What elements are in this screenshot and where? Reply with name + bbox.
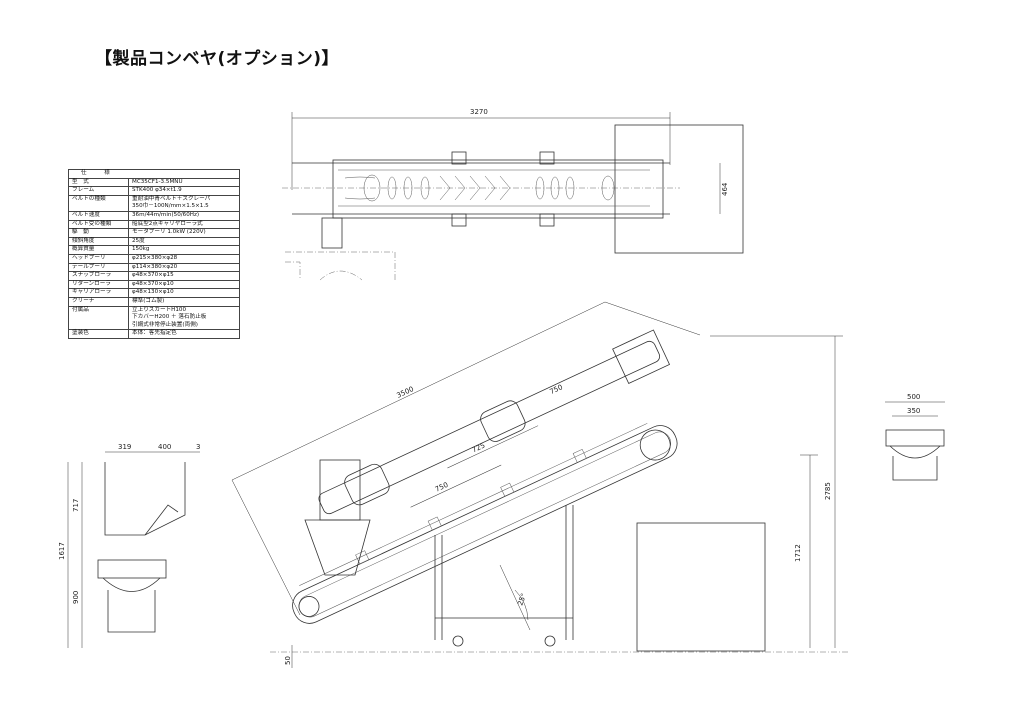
dim-hopper-c: 3 <box>196 443 200 451</box>
dim-overall-height: 2785 <box>824 482 832 500</box>
head-pulley <box>639 429 671 461</box>
bearing-units <box>451 151 555 227</box>
dim-discharge-height: 1712 <box>794 544 802 562</box>
plan-view: 3270 464 <box>282 108 744 281</box>
dim-hopper-b: 400 <box>158 443 171 451</box>
spec-value-line: φ48×130×φ10 <box>132 289 174 296</box>
spec-value-line: φ215×380×φ28 <box>132 254 178 261</box>
dim-span-750-b: 750 <box>548 383 564 396</box>
spec-value-line: φ48×370×φ10 <box>132 280 174 287</box>
spec-value-line: 引綱式非常停止装置(両側) <box>132 321 198 328</box>
spec-value-line: 立上りスカートH100 <box>132 306 187 313</box>
spec-value: 本体：客先指定色 <box>128 329 240 339</box>
spec-value-line: MC35CF1-3.5MNU <box>132 178 183 185</box>
spec-value-line: 重耐油中青ベルト＋スクレーパ <box>132 195 211 202</box>
conveyor-frame-plan <box>332 159 664 219</box>
support-stand <box>434 505 574 647</box>
spec-value-line: 36m/44m/min(50/60Hz) <box>132 211 200 218</box>
spec-value-line: 標準(ゴム製) <box>132 297 165 304</box>
spec-value-line: STK400 φ34×t1.9 <box>132 187 182 194</box>
upper-duct <box>318 340 661 515</box>
cross-section-view: 500 350 <box>885 393 945 481</box>
side-view: 3500 750 725 750 <box>231 301 850 668</box>
dim-angle: 25° <box>516 592 528 606</box>
dim-span-750-a: 750 <box>434 481 450 494</box>
spec-label: ベルトの種類 <box>68 194 129 212</box>
tail-pulley <box>298 596 320 617</box>
discharge-hopper-outline <box>614 124 744 254</box>
dim-hopper-a: 319 <box>118 443 131 451</box>
dim-section-inner: 350 <box>907 407 920 415</box>
inlet-chute <box>319 459 361 521</box>
dim-plan-length: 3270 <box>470 108 488 116</box>
page-title: 【製品コンベヤ(オプション)】 <box>95 49 340 69</box>
spec-value-line: モータプーリ 1.0kW (220V) <box>132 229 206 236</box>
dim-total-height-left: 1617 <box>58 542 66 560</box>
spec-value-line: 150kg <box>132 246 150 253</box>
spec-row: 塗装色本体：客先指定色 <box>68 329 240 339</box>
dim-section-outer: 500 <box>907 393 920 401</box>
spec-value-line: 25度 <box>132 237 145 244</box>
spec-value-line: 350巾－100N/mm×1.5×1.5 <box>132 203 209 210</box>
dim-base-offset: 50 <box>284 656 292 665</box>
spec-value-line: φ48×370×φ15 <box>132 272 174 279</box>
receiving-box <box>636 522 766 652</box>
dim-span-725: 725 <box>471 441 487 454</box>
spec-value-line: 下カバーH200 ＋ 落石防止板 <box>132 314 207 321</box>
dim-plan-width: 464 <box>721 182 729 196</box>
dim-hopper-upper: 717 <box>72 499 80 512</box>
spec-value-line: 船底型2点キャリヤローラ式 <box>132 220 203 227</box>
spec-value-line: φ114×380×φ20 <box>132 263 178 270</box>
dim-lower-height: 900 <box>72 591 80 604</box>
hopper-view: 319 400 3 1617 717 900 <box>58 443 200 648</box>
spec-value-line: 本体：客先指定色 <box>132 330 177 337</box>
